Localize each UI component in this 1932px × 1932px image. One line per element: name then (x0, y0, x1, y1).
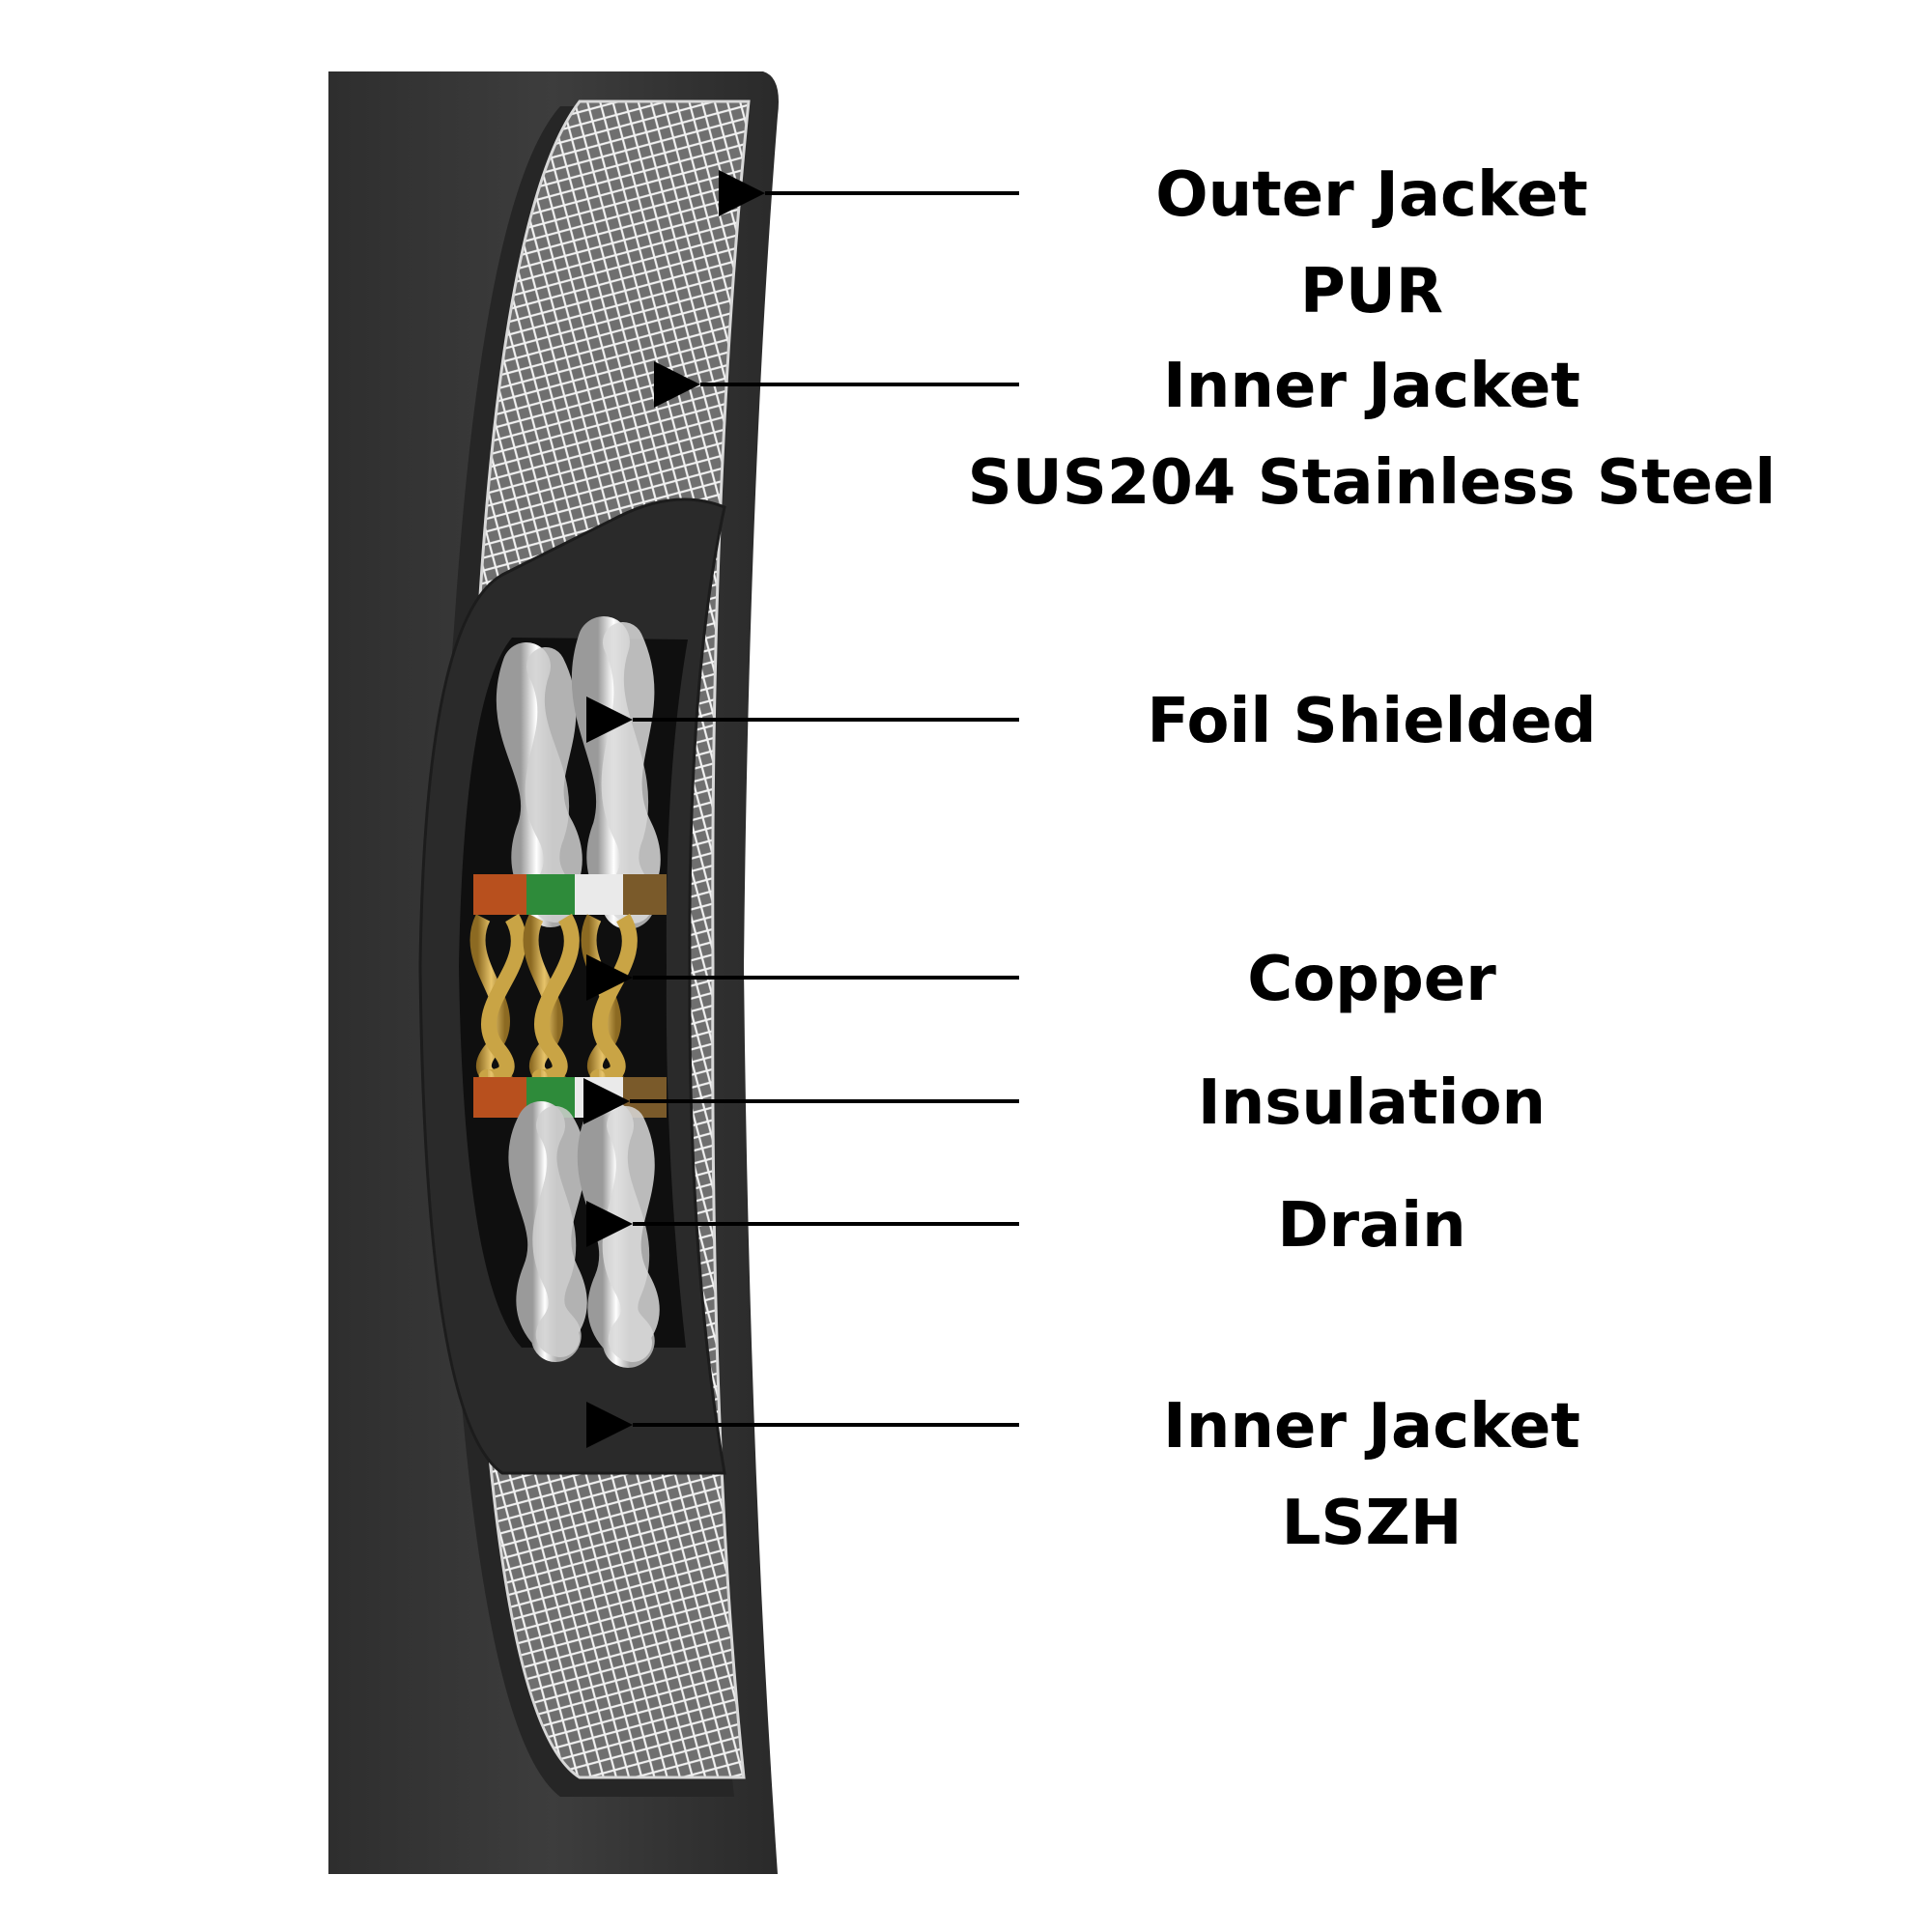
drain-wire (577, 1100, 660, 1368)
label-outer-jacket-line1: Outer Jacket (1155, 159, 1588, 231)
label-drain-line1: Drain (1277, 1190, 1466, 1262)
label-foil-shielded: Foil Shielded (937, 673, 1806, 770)
label-foil-shielded-line1: Foil Shielded (1147, 686, 1597, 757)
label-copper-line1: Copper (1247, 944, 1496, 1015)
label-insulation: Insulation (937, 1055, 1806, 1151)
label-copper: Copper (937, 931, 1806, 1028)
label-drain: Drain (937, 1178, 1806, 1274)
label-insulation-line1: Insulation (1197, 1067, 1547, 1139)
label-inner-jacket-lszh-line1: Inner Jacket (1163, 1391, 1580, 1463)
label-inner-jacket-lszh: Inner Jacket LSZH (937, 1378, 1806, 1572)
label-outer-jacket: Outer Jacket PUR (937, 147, 1806, 340)
foil-pair-upper-1 (496, 642, 582, 927)
label-inner-jacket-steel: Inner Jacket SUS204 Stainless Steel (937, 338, 1806, 531)
label-inner-jacket-steel-line2: SUS204 Stainless Steel (967, 447, 1776, 519)
label-inner-jacket-lszh-line2: LSZH (1281, 1488, 1463, 1559)
foil-pair-upper-2 (571, 616, 661, 929)
insulation-band-upper (473, 874, 667, 915)
label-outer-jacket-line2: PUR (1299, 256, 1444, 327)
foil-pair-lower-1 (508, 1101, 587, 1362)
label-inner-jacket-steel-line1: Inner Jacket (1163, 351, 1580, 422)
